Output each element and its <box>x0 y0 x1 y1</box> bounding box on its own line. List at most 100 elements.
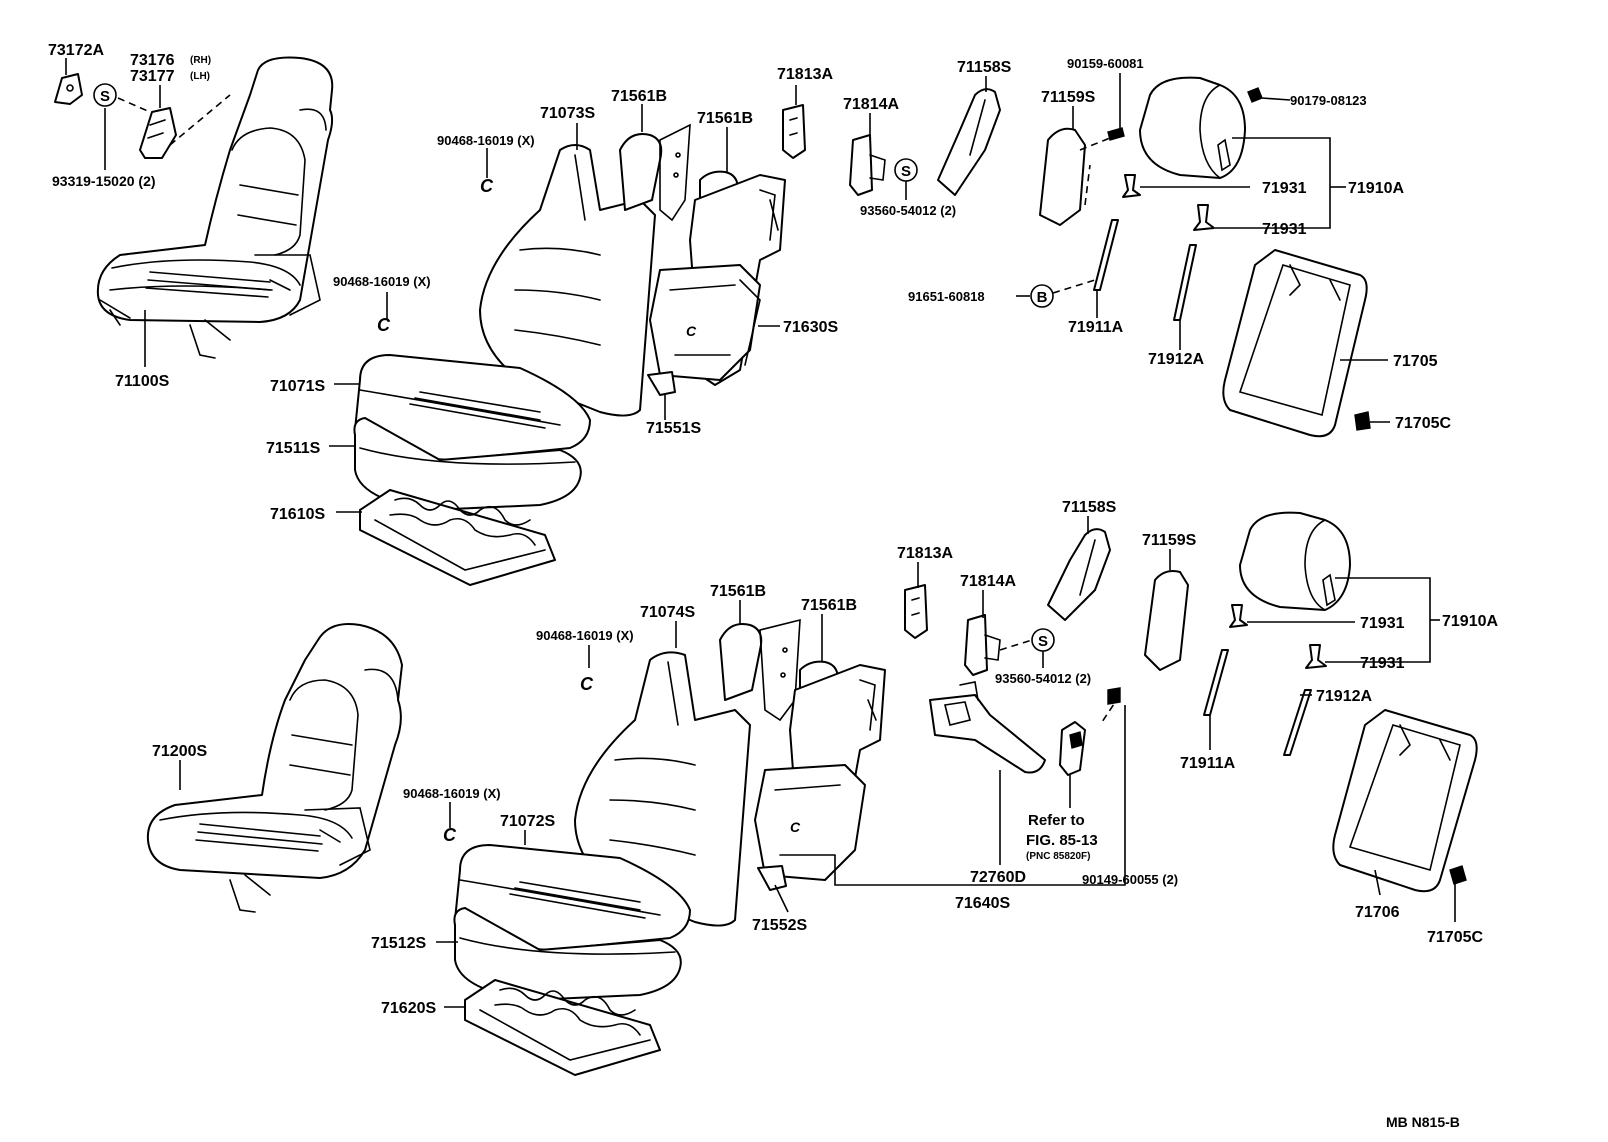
label-71630s: 71630S <box>783 319 838 336</box>
label-90159: 90159-60081 <box>1067 56 1144 71</box>
label-71931-d: 71931 <box>1360 655 1405 672</box>
label-73176-side: (RH) <box>190 55 211 66</box>
clip-c-symbol: C <box>790 819 801 835</box>
rod-71912a-bottom <box>1283 689 1312 756</box>
bolt-90149 <box>1107 687 1121 705</box>
seat-cushion-71071s <box>354 354 591 461</box>
screw-90159-top <box>1107 127 1125 141</box>
cover-73176-73177 <box>139 107 177 159</box>
clip-c-symbol: C <box>377 315 391 335</box>
label-71158s-bottom: 71158S <box>1062 499 1117 516</box>
seatback-frame-71640s <box>754 764 866 881</box>
label-71705c-top: 71705C <box>1395 415 1451 432</box>
leader-73176-dashed <box>117 94 231 146</box>
side-cover-71158s-bottom <box>1047 528 1111 621</box>
label-71072s: 71072S <box>500 813 555 830</box>
label-91651: 91651-60818 <box>908 289 985 304</box>
headrest-pad-71561b-c <box>719 623 763 701</box>
label-72760d: 72760D <box>970 869 1026 886</box>
clip-71705c-bottom <box>1449 865 1467 885</box>
side-cover-71159s-bottom <box>1144 570 1189 671</box>
label-71912a-bottom: 71912A <box>1316 688 1372 705</box>
back-board-71705 <box>1222 249 1368 438</box>
label-71561b-d: 71561B <box>801 597 857 614</box>
bracket-upper <box>659 123 691 222</box>
side-cover-71159s-top <box>1039 127 1111 226</box>
lever-assembly <box>1059 721 1086 776</box>
label-71561b-b: 71561B <box>697 110 753 127</box>
refer-line-2: FIG. 85-13 <box>1026 832 1098 849</box>
guide-71931-d-bottom <box>1305 644 1327 669</box>
seat-frame-71620s <box>464 979 661 1076</box>
leader-lines <box>65 58 1456 1008</box>
seat-assembly-71100s <box>96 56 334 359</box>
label-71910a-top: 71910A <box>1348 180 1404 197</box>
label-71159s-bottom: 71159S <box>1142 532 1197 549</box>
label-93560-top: 93560-54012 (2) <box>860 203 956 218</box>
seat-frame-71610s <box>359 489 556 586</box>
callout-b: B <box>1030 284 1054 308</box>
recliner-72760d <box>929 681 1046 774</box>
label-71931-b: 71931 <box>1262 221 1307 238</box>
label-90179: 90179-08123 <box>1290 93 1367 108</box>
drawing-code: MB N815-B <box>1386 1114 1460 1130</box>
label-90468-d: 90468-16019 (X) <box>403 786 501 801</box>
label-71561b-a: 71561B <box>611 88 667 105</box>
label-73172a: 73172A <box>48 42 104 59</box>
clip-90179-top <box>1247 87 1263 103</box>
s-symbol: S <box>901 163 911 180</box>
label-71200s: 71200S <box>152 743 207 760</box>
label-71911a-bottom: 71911A <box>1180 755 1236 772</box>
label-71552s: 71552S <box>752 917 807 934</box>
label-71561b-c: 71561B <box>710 583 766 600</box>
label-93319: 93319-15020 (2) <box>52 173 156 189</box>
label-71640s: 71640S <box>955 895 1010 912</box>
label-71620s: 71620S <box>381 1000 436 1017</box>
clip-71705c-top <box>1354 411 1371 431</box>
bracket-73172a <box>54 73 83 105</box>
label-71814a-bottom: 71814A <box>960 573 1016 590</box>
screw-callout-s-3: S <box>1031 628 1055 652</box>
part-labels: 73172A 73176 (RH) 73177 (LH) 93319-15020… <box>48 42 1498 1130</box>
bracket-71813a-top <box>782 104 806 159</box>
label-71610s: 71610S <box>270 506 325 523</box>
guide-71931-b-top <box>1193 204 1215 231</box>
label-73176: 73176 <box>130 52 175 69</box>
rod-71912a-top <box>1173 244 1197 321</box>
label-90468-c: 90468-16019 (X) <box>536 628 634 643</box>
seatback-frame-71630s <box>649 264 761 381</box>
label-71071s: 71071S <box>270 378 325 395</box>
label-71910a-bottom: 71910A <box>1442 613 1498 630</box>
label-71100s: 71100S <box>115 373 170 390</box>
label-90149: 90149-60055 (2) <box>1082 872 1178 887</box>
label-73177: 73177 <box>130 68 175 85</box>
label-71931-c: 71931 <box>1360 615 1405 632</box>
hinge-71552s <box>757 865 787 891</box>
seat-pad-71512s <box>453 907 682 1001</box>
label-71705c-bottom: 71705C <box>1427 929 1483 946</box>
label-71551s: 71551S <box>646 420 701 437</box>
hinge-71551s <box>647 371 676 396</box>
label-71813a-bottom: 71813A <box>897 545 953 562</box>
bracket-71814a-top <box>849 134 886 196</box>
clip-c-symbol: C <box>686 323 697 339</box>
label-71912a-top: 71912A <box>1148 351 1204 368</box>
label-71813a-top: 71813A <box>777 66 833 83</box>
label-90468-b: 90468-16019 (X) <box>333 274 431 289</box>
headrest-pad-71561b-a <box>619 133 663 211</box>
label-71911a-top: 71911A <box>1068 319 1124 336</box>
label-71511s: 71511S <box>266 440 321 457</box>
headrest-71910a-bottom <box>1239 511 1351 611</box>
label-71159s-top: 71159S <box>1041 89 1096 106</box>
bracket-71814a-bottom <box>964 614 1001 676</box>
s-symbol: S <box>100 88 110 105</box>
label-71074s: 71074S <box>640 604 695 621</box>
refer-line-1: Refer to <box>1028 812 1085 829</box>
label-71073s: 71073S <box>540 105 595 122</box>
rod-71911a-top <box>1093 219 1119 291</box>
back-board-71706 <box>1332 709 1478 893</box>
guide-71931-a-top <box>1122 174 1141 198</box>
label-90468-a: 90468-16019 (X) <box>437 133 535 148</box>
label-71705: 71705 <box>1393 353 1438 370</box>
